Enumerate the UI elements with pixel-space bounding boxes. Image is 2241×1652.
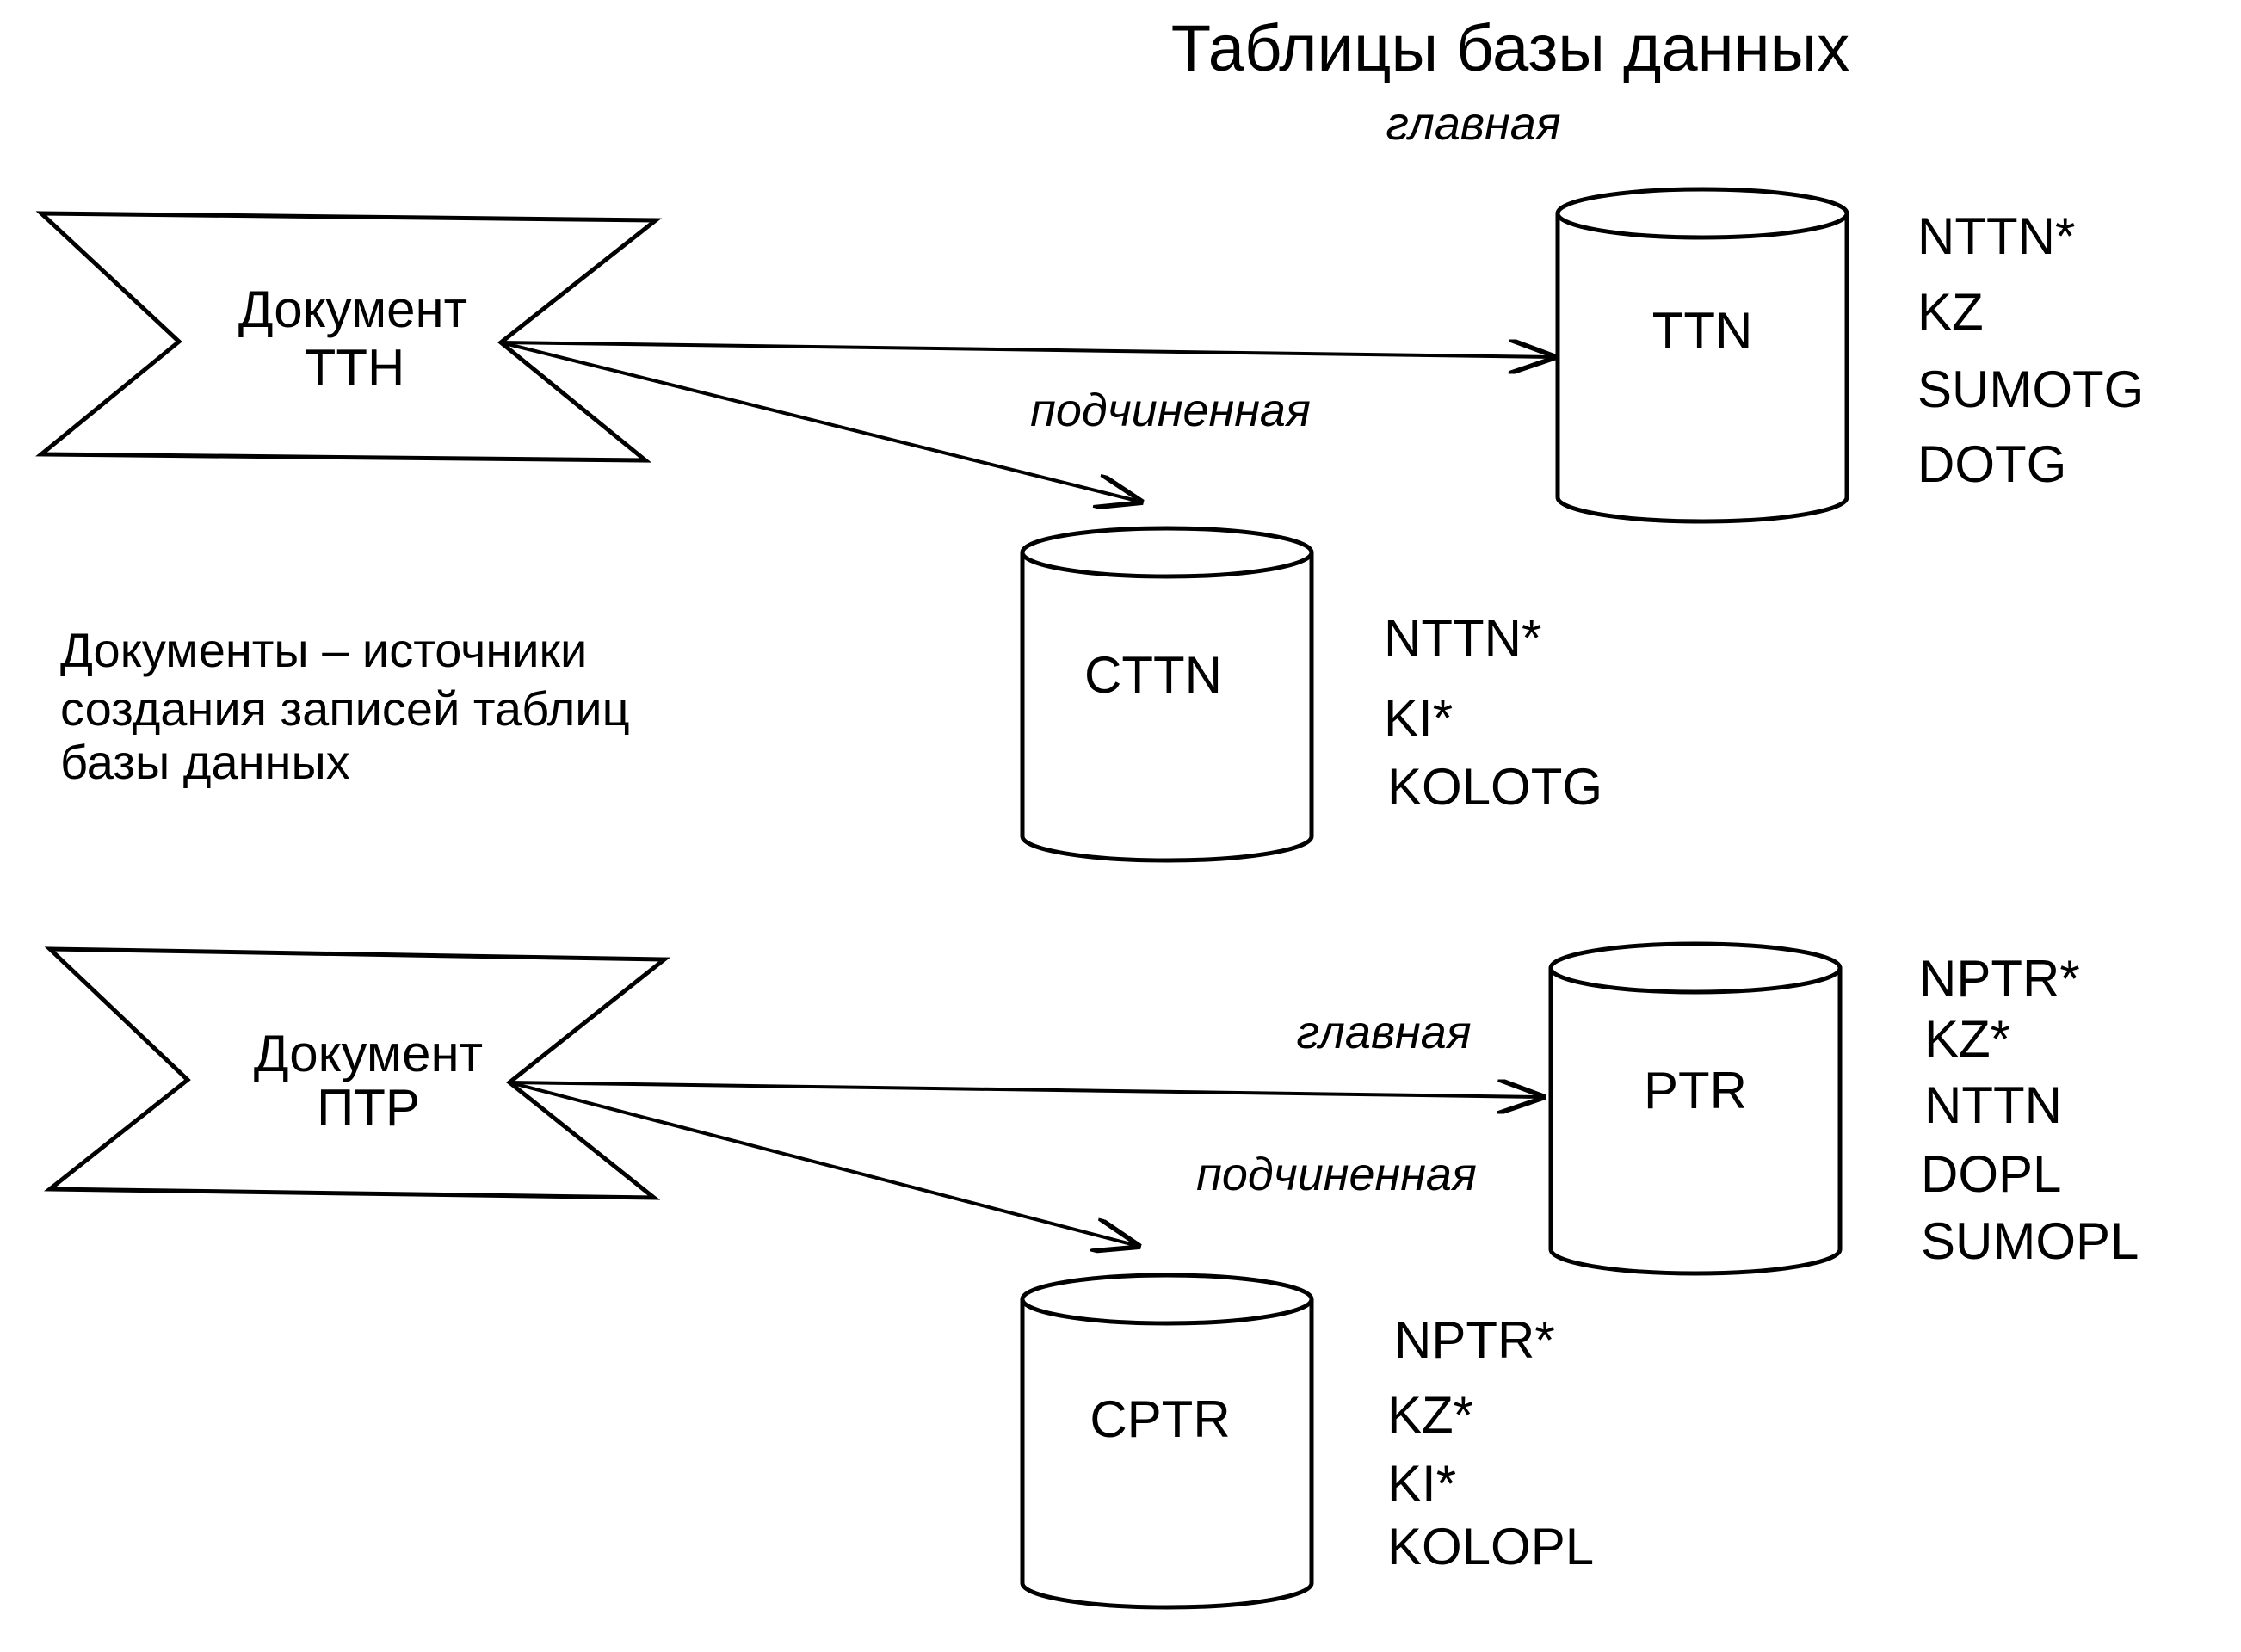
relation-label-main-ttn: главная [1386, 98, 1560, 150]
field-cttn-1: KI* [1384, 689, 1453, 747]
table-name-cttn: CTTN [1084, 646, 1222, 704]
document-ptr-line2: ПТР [317, 1079, 420, 1137]
arrow-ttn-doc-to-cttn [500, 341, 1140, 502]
arrow-ttn-doc-to-ttn [500, 342, 1553, 357]
document-ptr-line1: Документ [254, 1025, 483, 1082]
table-name-ttn: TTN [1652, 302, 1753, 360]
field-ttn-3: DOTG [1917, 435, 2066, 493]
diagram-title: Таблицы базы данных [1171, 12, 1849, 85]
table-cylinder-ptr: PTR [1548, 941, 1843, 1276]
field-ptr-0: NPTR* [1919, 950, 2080, 1008]
note-line-1: Документы – источники [60, 623, 587, 677]
field-ptr-1: KZ* [1924, 1010, 2010, 1068]
field-cttn-2: KOLOTG [1387, 758, 1602, 816]
note-line-3: базы данных [60, 735, 350, 789]
document-shape-ptr: Документ ПТР [43, 946, 671, 1200]
field-cptr-2: KI* [1387, 1455, 1456, 1513]
field-ttn-2: SUMOTG [1917, 361, 2144, 418]
relation-label-main-ptr: главная [1296, 1007, 1471, 1058]
field-ttn-0: NTTN* [1917, 207, 2075, 265]
table-name-cptr: CPTR [1090, 1390, 1230, 1448]
table-cylinder-cttn: CTTN [1020, 526, 1314, 863]
field-cttn-0: NTTN* [1384, 609, 1541, 667]
arrow-ptr-doc-to-ptr [509, 1082, 1542, 1097]
field-list-cttn: NTTN* KI* KOLOTG [1384, 609, 1602, 816]
field-ptr-2: NTTN [1924, 1076, 2062, 1134]
document-ttn-line1: Документ [238, 280, 467, 338]
field-cptr-1: KZ* [1387, 1386, 1473, 1444]
table-cylinder-ttn: TTN [1555, 187, 1849, 524]
field-cptr-3: KOLOPL [1387, 1518, 1594, 1575]
relation-label-sub-cttn: подчиненная [1030, 385, 1311, 436]
document-shape-ttn: Документ ТТН [35, 211, 663, 463]
document-ttn-line2: ТТН [305, 339, 405, 397]
field-ttn-1: KZ [1917, 283, 1984, 341]
relation-label-sub-cptr: подчиненная [1196, 1149, 1477, 1200]
field-cptr-0: NPTR* [1394, 1311, 1555, 1369]
note-block: Документы – источники создания записей т… [60, 623, 630, 789]
table-cylinder-cptr: CPTR [1020, 1273, 1314, 1610]
note-line-2: создания записей таблиц [60, 681, 630, 736]
field-ptr-3: DOPL [1921, 1145, 2061, 1203]
field-list-cptr: NPTR* KZ* KI* KOLOPL [1387, 1311, 1594, 1575]
field-list-ttn: NTTN* KZ SUMOTG DOTG [1917, 207, 2144, 493]
field-list-ptr: NPTR* KZ* NTTN DOPL SUMOPL [1919, 950, 2139, 1270]
field-ptr-4: SUMOPL [1921, 1212, 2139, 1270]
arrow-ptr-doc-to-cptr [509, 1081, 1138, 1246]
table-name-ptr: PTR [1644, 1062, 1747, 1119]
